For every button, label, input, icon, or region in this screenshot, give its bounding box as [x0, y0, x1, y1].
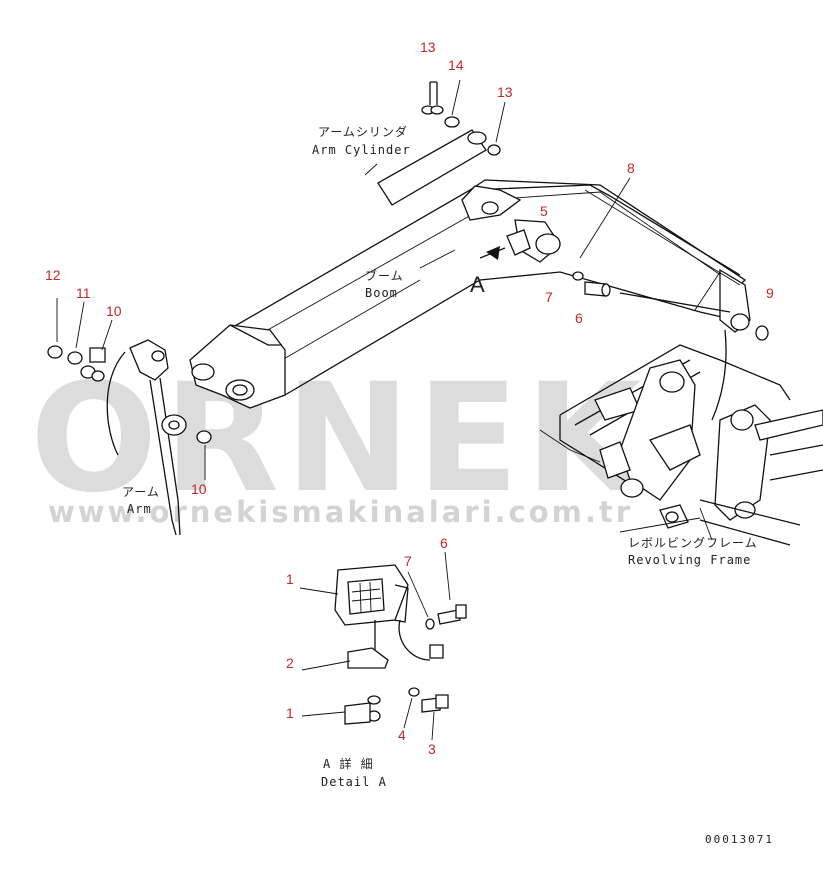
callout-14: 14 [448, 57, 464, 73]
callout-9: 9 [766, 285, 774, 301]
label-boom-jp: ブーム [365, 268, 404, 283]
callout-10-lower: 10 [191, 481, 207, 497]
callout-12: 12 [45, 267, 61, 283]
label-boom-en: Boom [365, 286, 398, 300]
callout-13-top: 13 [420, 39, 436, 55]
label-arm-cylinder-jp: アームシリンダ [318, 124, 408, 139]
watermark-brand: ORNEK [30, 352, 647, 526]
label-revolving-frame-en: Revolving Frame [628, 553, 751, 567]
callout-7-boom: 7 [545, 289, 553, 305]
ring-9 [755, 325, 769, 341]
revolving-frame [539, 329, 823, 546]
leader-revolving-frame [619, 517, 701, 533]
pin-6-boom [584, 281, 611, 297]
callout-13-right: 13 [497, 84, 513, 100]
label-arm-en: Arm [127, 502, 152, 516]
boom-work-light [479, 229, 531, 260]
callout-10-left: 10 [106, 303, 122, 319]
boom [189, 177, 751, 409]
callout-5: 5 [540, 203, 548, 219]
detail-a-assembly [299, 551, 467, 741]
arm-cylinder [377, 129, 487, 206]
callout-6-detail: 6 [440, 535, 448, 551]
watermark-url: www.ornekismakinalari.com.tr [48, 495, 633, 529]
callout-11: 11 [76, 285, 91, 301]
callout-8: 8 [627, 160, 635, 176]
drawing-code: 00013071 [705, 833, 774, 846]
callout-1-top: 1 [286, 571, 294, 587]
callout-7-detail: 7 [404, 553, 412, 569]
label-arm-jp: アーム [122, 485, 160, 499]
parts-10-11-12-stack [47, 298, 206, 480]
label-detail-en: Detail A [321, 775, 387, 789]
leader-boom [419, 249, 456, 269]
arm [106, 339, 212, 536]
washer-7-boom [572, 271, 584, 281]
callout-3: 3 [428, 741, 436, 757]
parts-13-14-stack [421, 79, 506, 156]
view-marker-a: A [470, 272, 485, 297]
label-arm-cylinder-en: Arm Cylinder [312, 143, 411, 157]
label-detail-jp: A 詳 細 [323, 756, 374, 771]
callout-6-boom: 6 [575, 310, 583, 326]
callout-1-bottom: 1 [286, 705, 294, 721]
label-revolving-frame-jp: レボルビングフレーム [628, 536, 758, 550]
callout-2: 2 [286, 655, 294, 671]
leader-arm-cylinder [364, 163, 378, 176]
callout-4: 4 [398, 727, 406, 743]
